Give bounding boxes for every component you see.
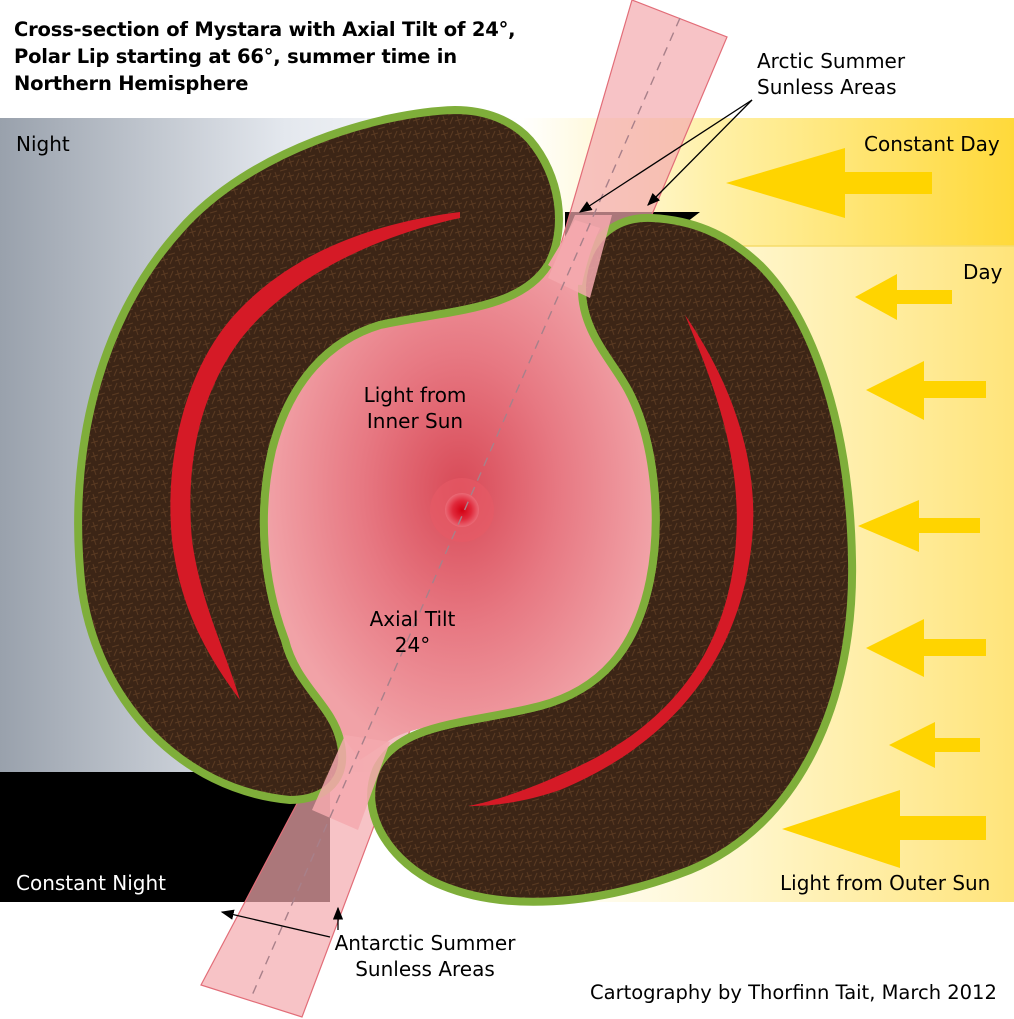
- outer-sun-arrows: [726, 148, 986, 868]
- inner-sun-label-line-1: Light from: [363, 383, 467, 407]
- magma-bands: [170, 212, 754, 806]
- left-arrow-icon: [855, 274, 952, 320]
- arctic-leader-1: [578, 99, 753, 213]
- arctic-sunless-label-line-1: Arctic Summer: [757, 49, 906, 73]
- left-arrow-icon: [858, 500, 980, 552]
- north-polar-opening: [548, 215, 612, 298]
- inner-sun-icon: [445, 493, 479, 527]
- constant-day-label: Constant Day: [864, 132, 1000, 156]
- diagram-title: Cross-section of Mystara with Axial Tilt…: [14, 16, 574, 97]
- left-arrow-icon: [866, 361, 986, 420]
- axial-tilt-label-line-1: Axial Tilt: [369, 607, 456, 631]
- axial-tilt-label-line-2: 24°: [394, 633, 431, 657]
- inner-rim-east: [372, 284, 660, 772]
- credit-label: Cartography by Thorfinn Tait, March 2012: [590, 981, 997, 1004]
- left-arrow-icon: [726, 148, 932, 218]
- inner-world: [259, 220, 660, 772]
- axial-tilt-label: Axial Tilt 24°: [350, 606, 475, 658]
- antarctic-sunless-label-line-2: Sunless Areas: [355, 957, 495, 981]
- antarctic-leader-1: [220, 909, 331, 938]
- outer-sun-label: Light from Outer Sun: [780, 871, 991, 895]
- day-label: Day: [963, 260, 1003, 284]
- left-arrow-icon: [782, 790, 986, 868]
- arctic-sunless-label: Arctic Summer Sunless Areas: [757, 48, 905, 100]
- polar-openings: [312, 215, 612, 830]
- title-line-1: Cross-section of Mystara with Axial Tilt…: [14, 18, 516, 41]
- antarctic-sunless-label: Antarctic Summer Sunless Areas: [320, 930, 530, 982]
- inner-rim-west: [259, 262, 552, 742]
- title-line-2: Polar Lip starting at 66°, summer time i…: [14, 45, 457, 68]
- night-label: Night: [16, 132, 70, 156]
- arctic-leader-2: [647, 99, 753, 206]
- title-line-3: Northern Hemisphere: [14, 72, 249, 95]
- antarctic-sunless-label-line-1: Antarctic Summer: [334, 931, 516, 955]
- south-polar-opening: [312, 735, 390, 830]
- inner-sun-label: Light from Inner Sun: [340, 382, 490, 434]
- magma-band-west: [170, 212, 460, 700]
- inner-sun-label-line-2: Inner Sun: [366, 409, 464, 433]
- left-arrow-icon: [866, 619, 986, 677]
- arctic-sunless-label-line-2: Sunless Areas: [757, 75, 897, 99]
- constant-night-label: Constant Night: [16, 871, 166, 895]
- axial-tilt-axis: [249, 17, 681, 1001]
- left-arrow-icon: [889, 722, 980, 768]
- leader-lines: [220, 99, 753, 938]
